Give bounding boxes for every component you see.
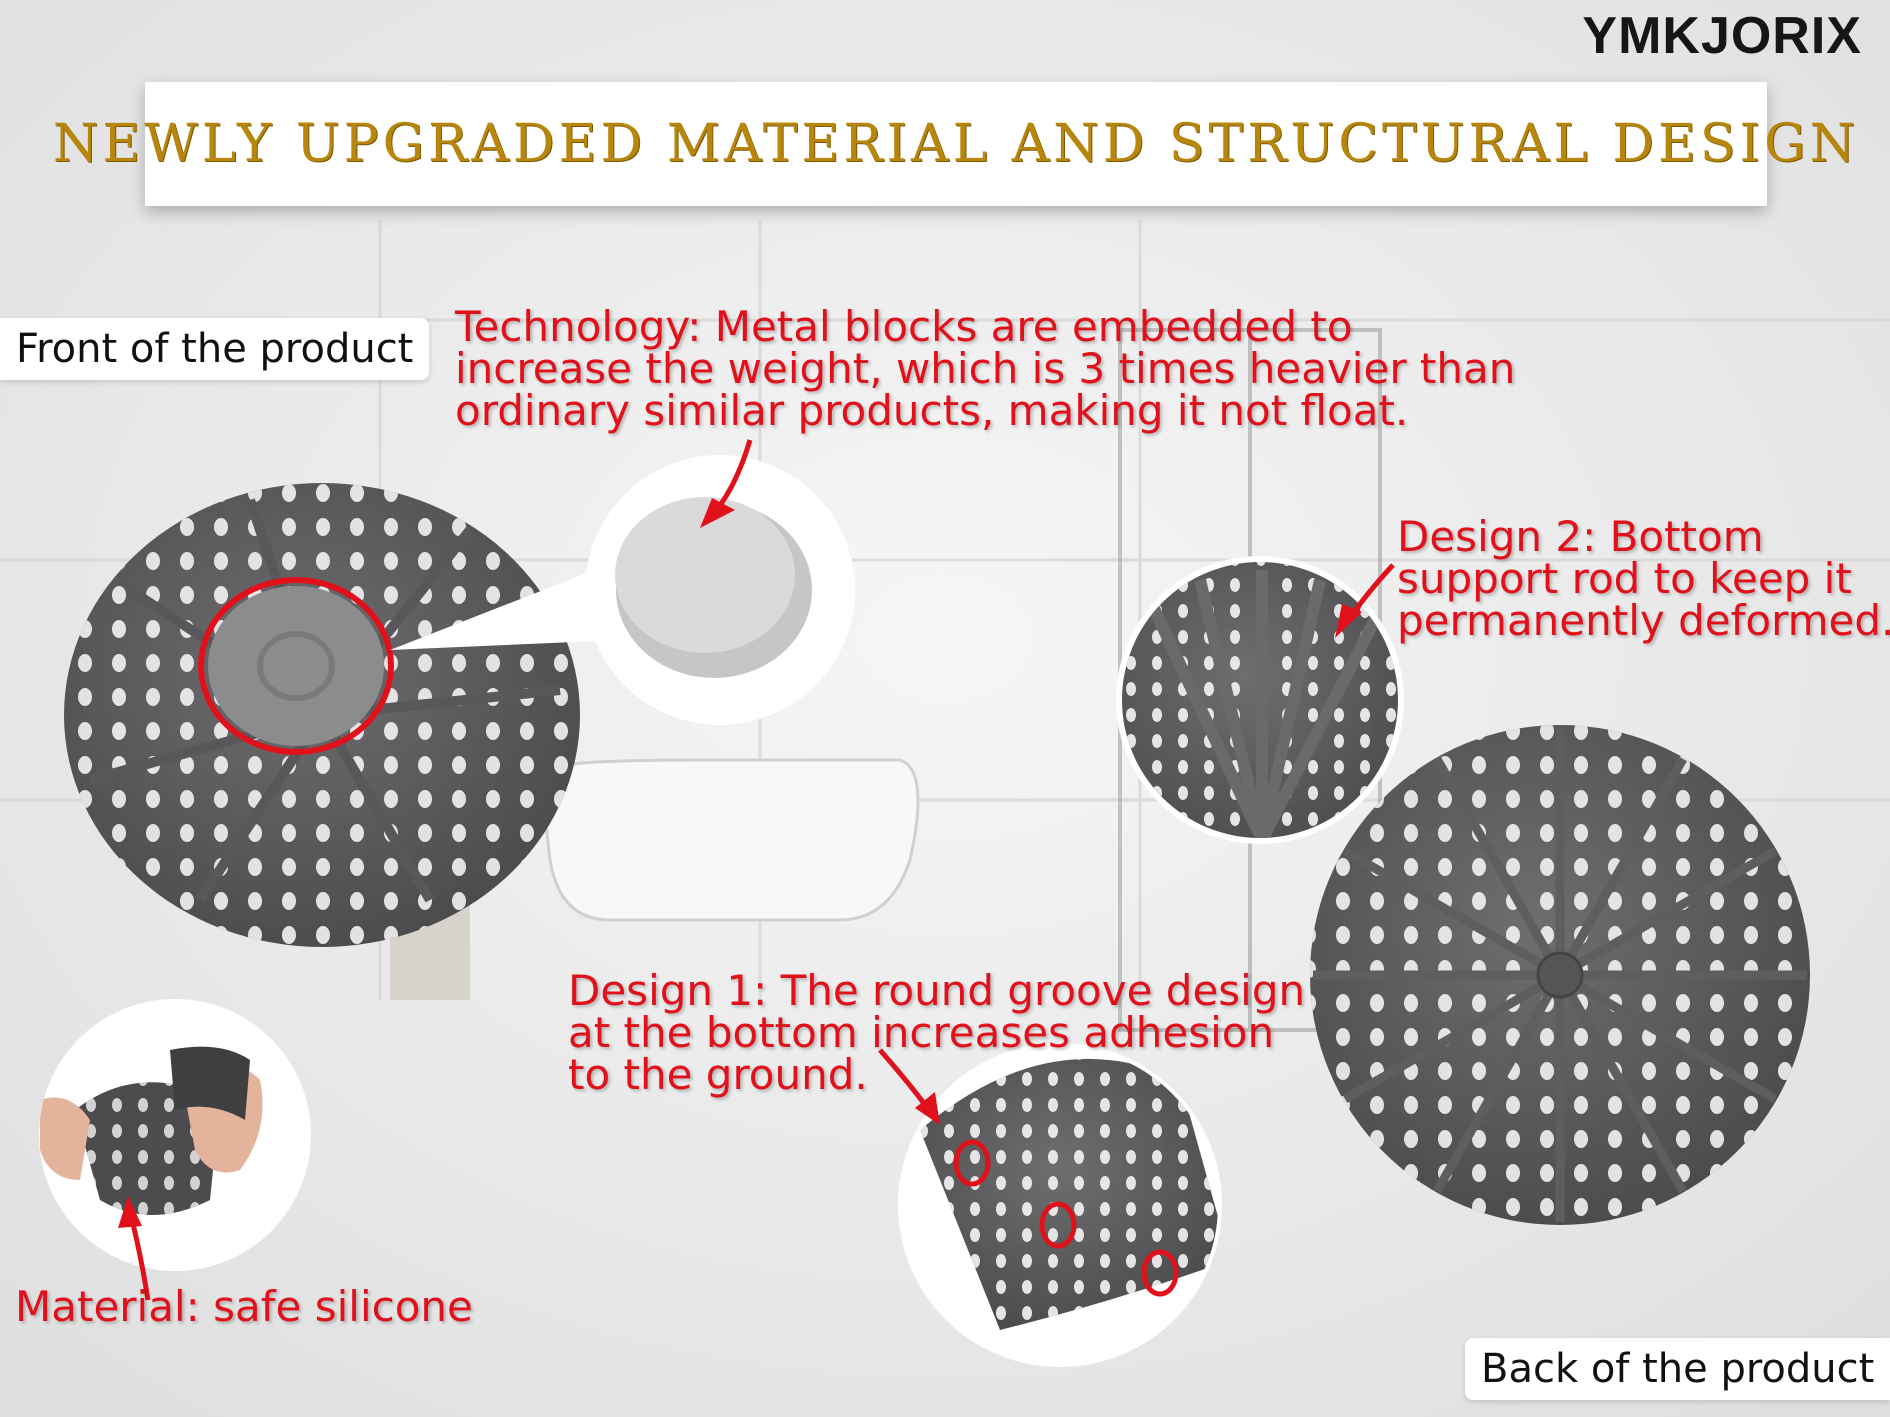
design1-zoom <box>898 1043 1222 1367</box>
design2-zoom <box>1116 556 1480 844</box>
headline-banner: NEWLY UPGRADED MATERIAL AND STRUCTURAL D… <box>53 82 1855 206</box>
back-product-image <box>1310 725 1810 1225</box>
page-title: NEWLY UPGRADED MATERIAL AND STRUCTURAL D… <box>52 114 1860 174</box>
design2-note: Design 2: Bottom support rod to keep it … <box>1397 512 1890 645</box>
design1-note: Design 1: The round groove design at the… <box>568 966 1306 1099</box>
brand-logo: YMKJORIX <box>1582 7 1862 65</box>
back-product-label: Back of the product <box>1465 1338 1890 1400</box>
pointer-arrows <box>118 439 1395 1301</box>
metal-block-zoom <box>390 455 855 725</box>
front-product-image <box>64 483 580 947</box>
material-hand-zoom <box>39 999 311 1271</box>
technology-note: Technology: Metal blocks are embedded to… <box>455 302 1516 435</box>
front-product-label: Front of the product <box>0 318 430 380</box>
material-note: Material: safe silicone <box>15 1282 473 1331</box>
